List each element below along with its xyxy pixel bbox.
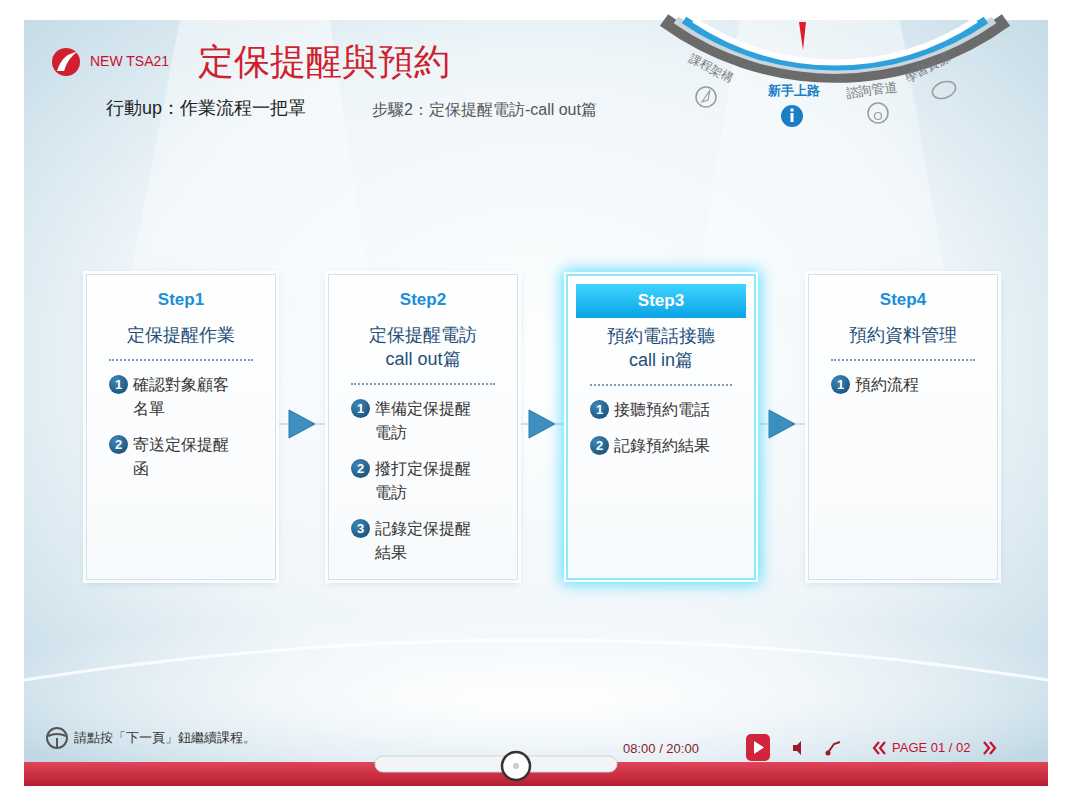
callout-number: 1 xyxy=(831,375,850,394)
task-item: 1 預約流程 xyxy=(831,373,997,397)
nav-label: 諮詢管道 xyxy=(845,79,899,102)
dotted-divider xyxy=(109,359,253,361)
brand-logo xyxy=(57,52,77,71)
task-item: 2 寄送定保提醒函 xyxy=(109,433,275,481)
prev-page-chevron xyxy=(874,742,885,754)
brand-name: NEW TSA21 xyxy=(90,53,169,70)
flow-arrow xyxy=(759,410,805,438)
callout-number: 1 xyxy=(109,375,128,394)
task-item: 2 撥打定保提醒電訪 xyxy=(351,457,517,505)
callout-number: 2 xyxy=(351,459,370,478)
step-header: Step3 xyxy=(576,284,746,318)
time-counter: 08:00 / 20:00 xyxy=(623,741,699,757)
task-item: 1 準備定保提醒電訪 xyxy=(351,397,517,445)
step-title: 預約資料管理 xyxy=(841,323,965,347)
step-title: 定保提醒電訪 call out篇 xyxy=(361,323,485,371)
page-counter: PAGE 01 / 02 xyxy=(892,740,971,756)
callout-number: 3 xyxy=(351,519,370,538)
task-text: 接聽預約電話 xyxy=(614,398,715,422)
nav-icon xyxy=(696,87,716,107)
step-header: Step2 xyxy=(337,283,509,317)
progress-track xyxy=(375,756,617,772)
callout-number: 1 xyxy=(590,400,609,419)
callout-number: 1 xyxy=(351,399,370,418)
flow-arrow xyxy=(521,410,563,438)
info-icon xyxy=(781,105,803,127)
dotted-divider xyxy=(590,384,732,386)
stage-floor xyxy=(0,610,1066,789)
nav-label-active: 新手上路 xyxy=(768,83,820,99)
nav-label: 學習資源 xyxy=(903,50,952,85)
callout-number: 2 xyxy=(590,436,609,455)
progress-knob xyxy=(513,763,519,769)
step-box: Step4 預約資料管理 1 預約流程 xyxy=(808,274,998,580)
step-header: Step1 xyxy=(95,283,267,317)
floor-edge xyxy=(24,640,1048,680)
section-heading: 行動up：作業流程一把罩 xyxy=(106,98,306,120)
step-box: Step1 定保提醒作業 1 確認對象顧客名單 2 寄送定保提醒函 xyxy=(86,274,276,580)
step-title: 預約電話接聽 call in篇 xyxy=(599,324,723,372)
page-title: 定保提醒與預約 xyxy=(198,40,450,83)
task-item: 1 接聽預約電話 xyxy=(590,398,754,422)
task-text: 記錄定保提醒結果 xyxy=(375,517,476,565)
step-box: Step2 定保提醒電訪 call out篇 1 準備定保提醒電訪 2 撥打定保提醒電訪 3… xyxy=(328,274,518,580)
task-text: 確認對象顧客名單 xyxy=(133,373,234,421)
step-title: 定保提醒作業 xyxy=(119,323,243,347)
callout-number: 2 xyxy=(109,435,128,454)
flow-arrow xyxy=(279,410,325,438)
nav-icon xyxy=(868,103,888,123)
task-item: 3 記錄定保提醒結果 xyxy=(351,517,517,565)
arrow-head xyxy=(289,410,315,438)
task-text: 記錄預約結果 xyxy=(614,434,715,458)
volume-icon xyxy=(793,741,801,755)
nav-label: 課程架構 xyxy=(687,51,736,86)
task-text: 準備定保提醒電訪 xyxy=(375,397,476,445)
hint-text: 請點按「下一頁」鈕繼續課程。 xyxy=(74,730,256,746)
help-wheel-icon xyxy=(47,728,67,748)
next-page-chevron xyxy=(984,742,995,754)
task-item: 1 確認對象顧客名單 xyxy=(109,373,275,421)
music-icon xyxy=(826,742,841,756)
task-item: 2 記錄預約結果 xyxy=(590,434,754,458)
step-subheading: 步驟2：定保提醒電訪-call out篇 xyxy=(372,100,597,119)
task-text: 撥打定保提醒電訪 xyxy=(375,457,476,505)
dotted-divider xyxy=(351,383,495,385)
arrow-head xyxy=(769,410,795,438)
task-text: 預約流程 xyxy=(855,373,956,397)
task-text: 寄送定保提醒函 xyxy=(133,433,234,481)
step-header: Step4 xyxy=(817,283,989,317)
brand-logo xyxy=(52,48,80,76)
progress-knob xyxy=(502,752,530,780)
arrow-head xyxy=(529,410,555,438)
play-button xyxy=(746,734,770,761)
step-box: Step3 預約電話接聽 call in篇 1 接聽預約電話 2 記錄預約結果 xyxy=(566,274,756,580)
dotted-divider xyxy=(831,359,975,361)
nav-icon xyxy=(930,78,958,101)
